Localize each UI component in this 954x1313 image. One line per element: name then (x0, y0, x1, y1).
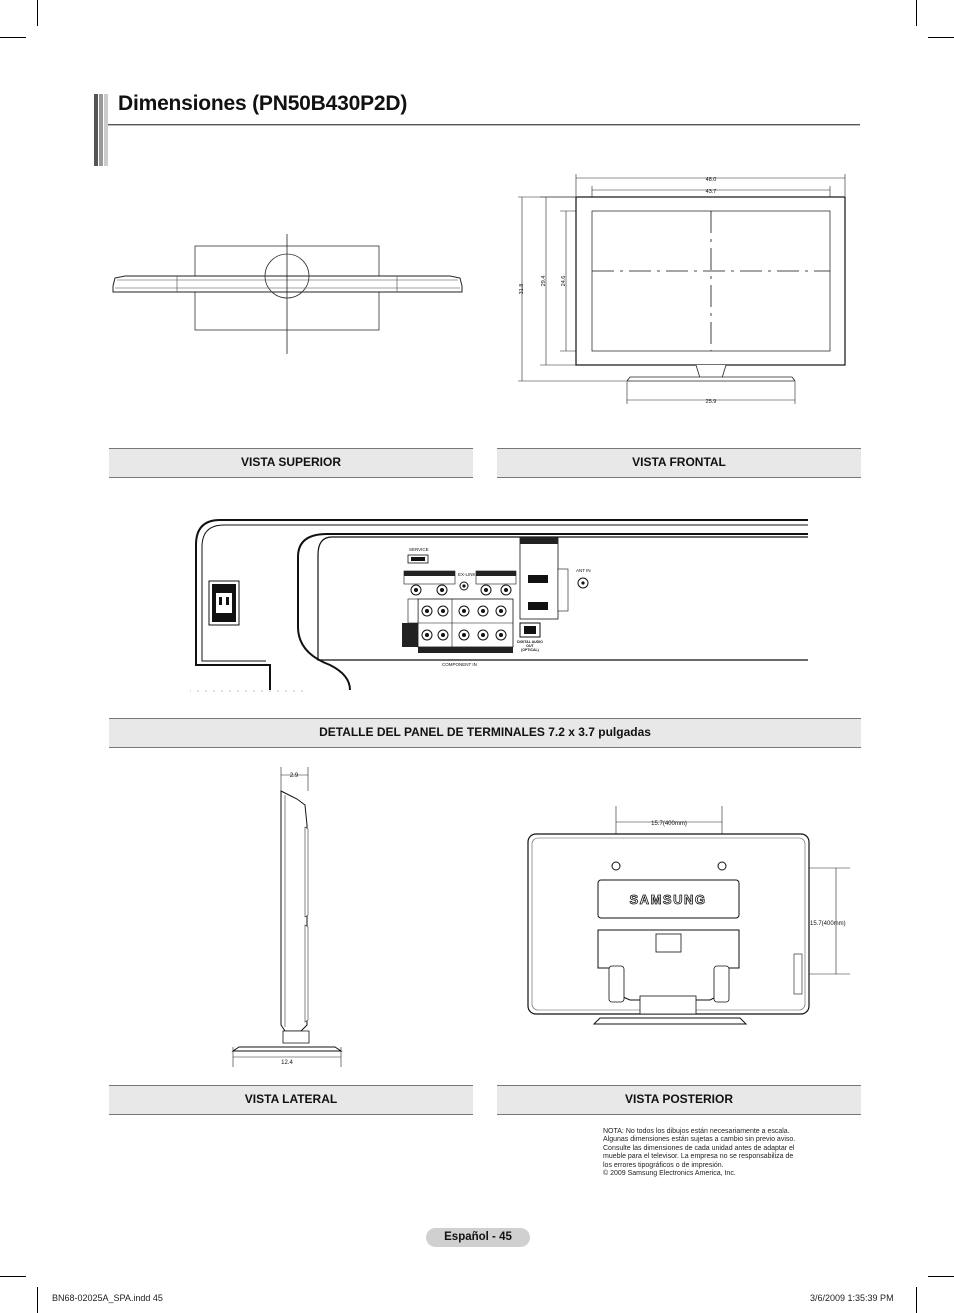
dim-vesa-horizontal: 15.7(400mm) (651, 821, 687, 827)
note-line: mueble para el televisor. La empresa no … (603, 1153, 794, 1161)
dim-width-screen: 43.7 (706, 189, 717, 195)
page-number-badge: Español - 45 (426, 1228, 530, 1247)
note-line: Consulte las dimensiones de cada unidad … (603, 1144, 795, 1152)
top-view-drawing (112, 234, 463, 354)
caption-rear-view: VISTA POSTERIOR (497, 1085, 861, 1115)
caption-top-view: VISTA SUPERIOR (109, 448, 473, 478)
label-ex-link: EX-LINK (458, 572, 476, 577)
dim-vesa-vertical: 15.7(400mm) (810, 921, 846, 927)
label-digital-audio-out: DIGITAL AUDIO OUT (OPTICAL) (517, 640, 543, 652)
crop-mark (928, 37, 954, 38)
crop-mark (916, 0, 917, 26)
crop-mark (37, 0, 38, 26)
rear-view-drawing: SAMSUNG 15.7(400mm) 15.7(400mm) (527, 806, 850, 1025)
dim-height-screen: 24.6 (561, 276, 567, 287)
caption-terminal-panel: DETALLE DEL PANEL DE TERMINALES 7.2 x 3.… (109, 718, 861, 748)
caption-side-view: VISTA LATERAL (109, 1085, 473, 1115)
dim-height-body: 29.4 (541, 276, 547, 287)
crop-mark (37, 1287, 38, 1313)
dim-stand-depth: 12.4 (281, 1060, 293, 1066)
terminal-panel-drawing: SERVICE AUDIO OUT EX-LINK DVI AUDIO IN H… (190, 519, 808, 692)
dim-stand-width: 25.9 (706, 399, 717, 405)
dim-depth-top: 2.9 (290, 773, 299, 779)
dim-height-total: 31.8 (519, 284, 525, 295)
label-component-in: COMPONENT IN (442, 662, 477, 667)
title-accent-bar (94, 94, 108, 166)
title-rule (108, 124, 860, 126)
footer-file-name: BN68-02025A_SPA.indd 45 (52, 1293, 163, 1303)
disclaimer-note: NOTA: No todos los dibujos están necesar… (603, 1128, 803, 1178)
front-view-drawing: 48.0 43.7 25.9 31.8 29.4 24.6 (518, 174, 846, 405)
footer-timestamp: 3/6/2009 1:35:39 PM (810, 1293, 894, 1303)
side-view-drawing: 2.9 12.4 (231, 767, 343, 1067)
note-line: © 2009 Samsung Electronics America, Inc. (603, 1170, 736, 1178)
note-line: NOTA: No todos los dibujos están necesar… (603, 1128, 790, 1135)
crop-mark (0, 37, 26, 38)
label-ant-in: ANT IN (576, 568, 591, 573)
crop-mark (0, 1276, 26, 1277)
crop-mark (928, 1276, 954, 1277)
dim-width-outer: 48.0 (706, 177, 717, 183)
caption-front-view: VISTA FRONTAL (497, 448, 861, 478)
note-line: los errores tipográficos o de impresión. (603, 1161, 724, 1169)
note-line: Algunas dimensiones están sujetas a camb… (603, 1136, 796, 1144)
label-service: SERVICE (409, 547, 429, 552)
page-title: Dimensiones (PN50B430P2D) (118, 92, 408, 115)
crop-mark (916, 1287, 917, 1313)
rear-brand-logo: SAMSUNG (630, 892, 707, 907)
